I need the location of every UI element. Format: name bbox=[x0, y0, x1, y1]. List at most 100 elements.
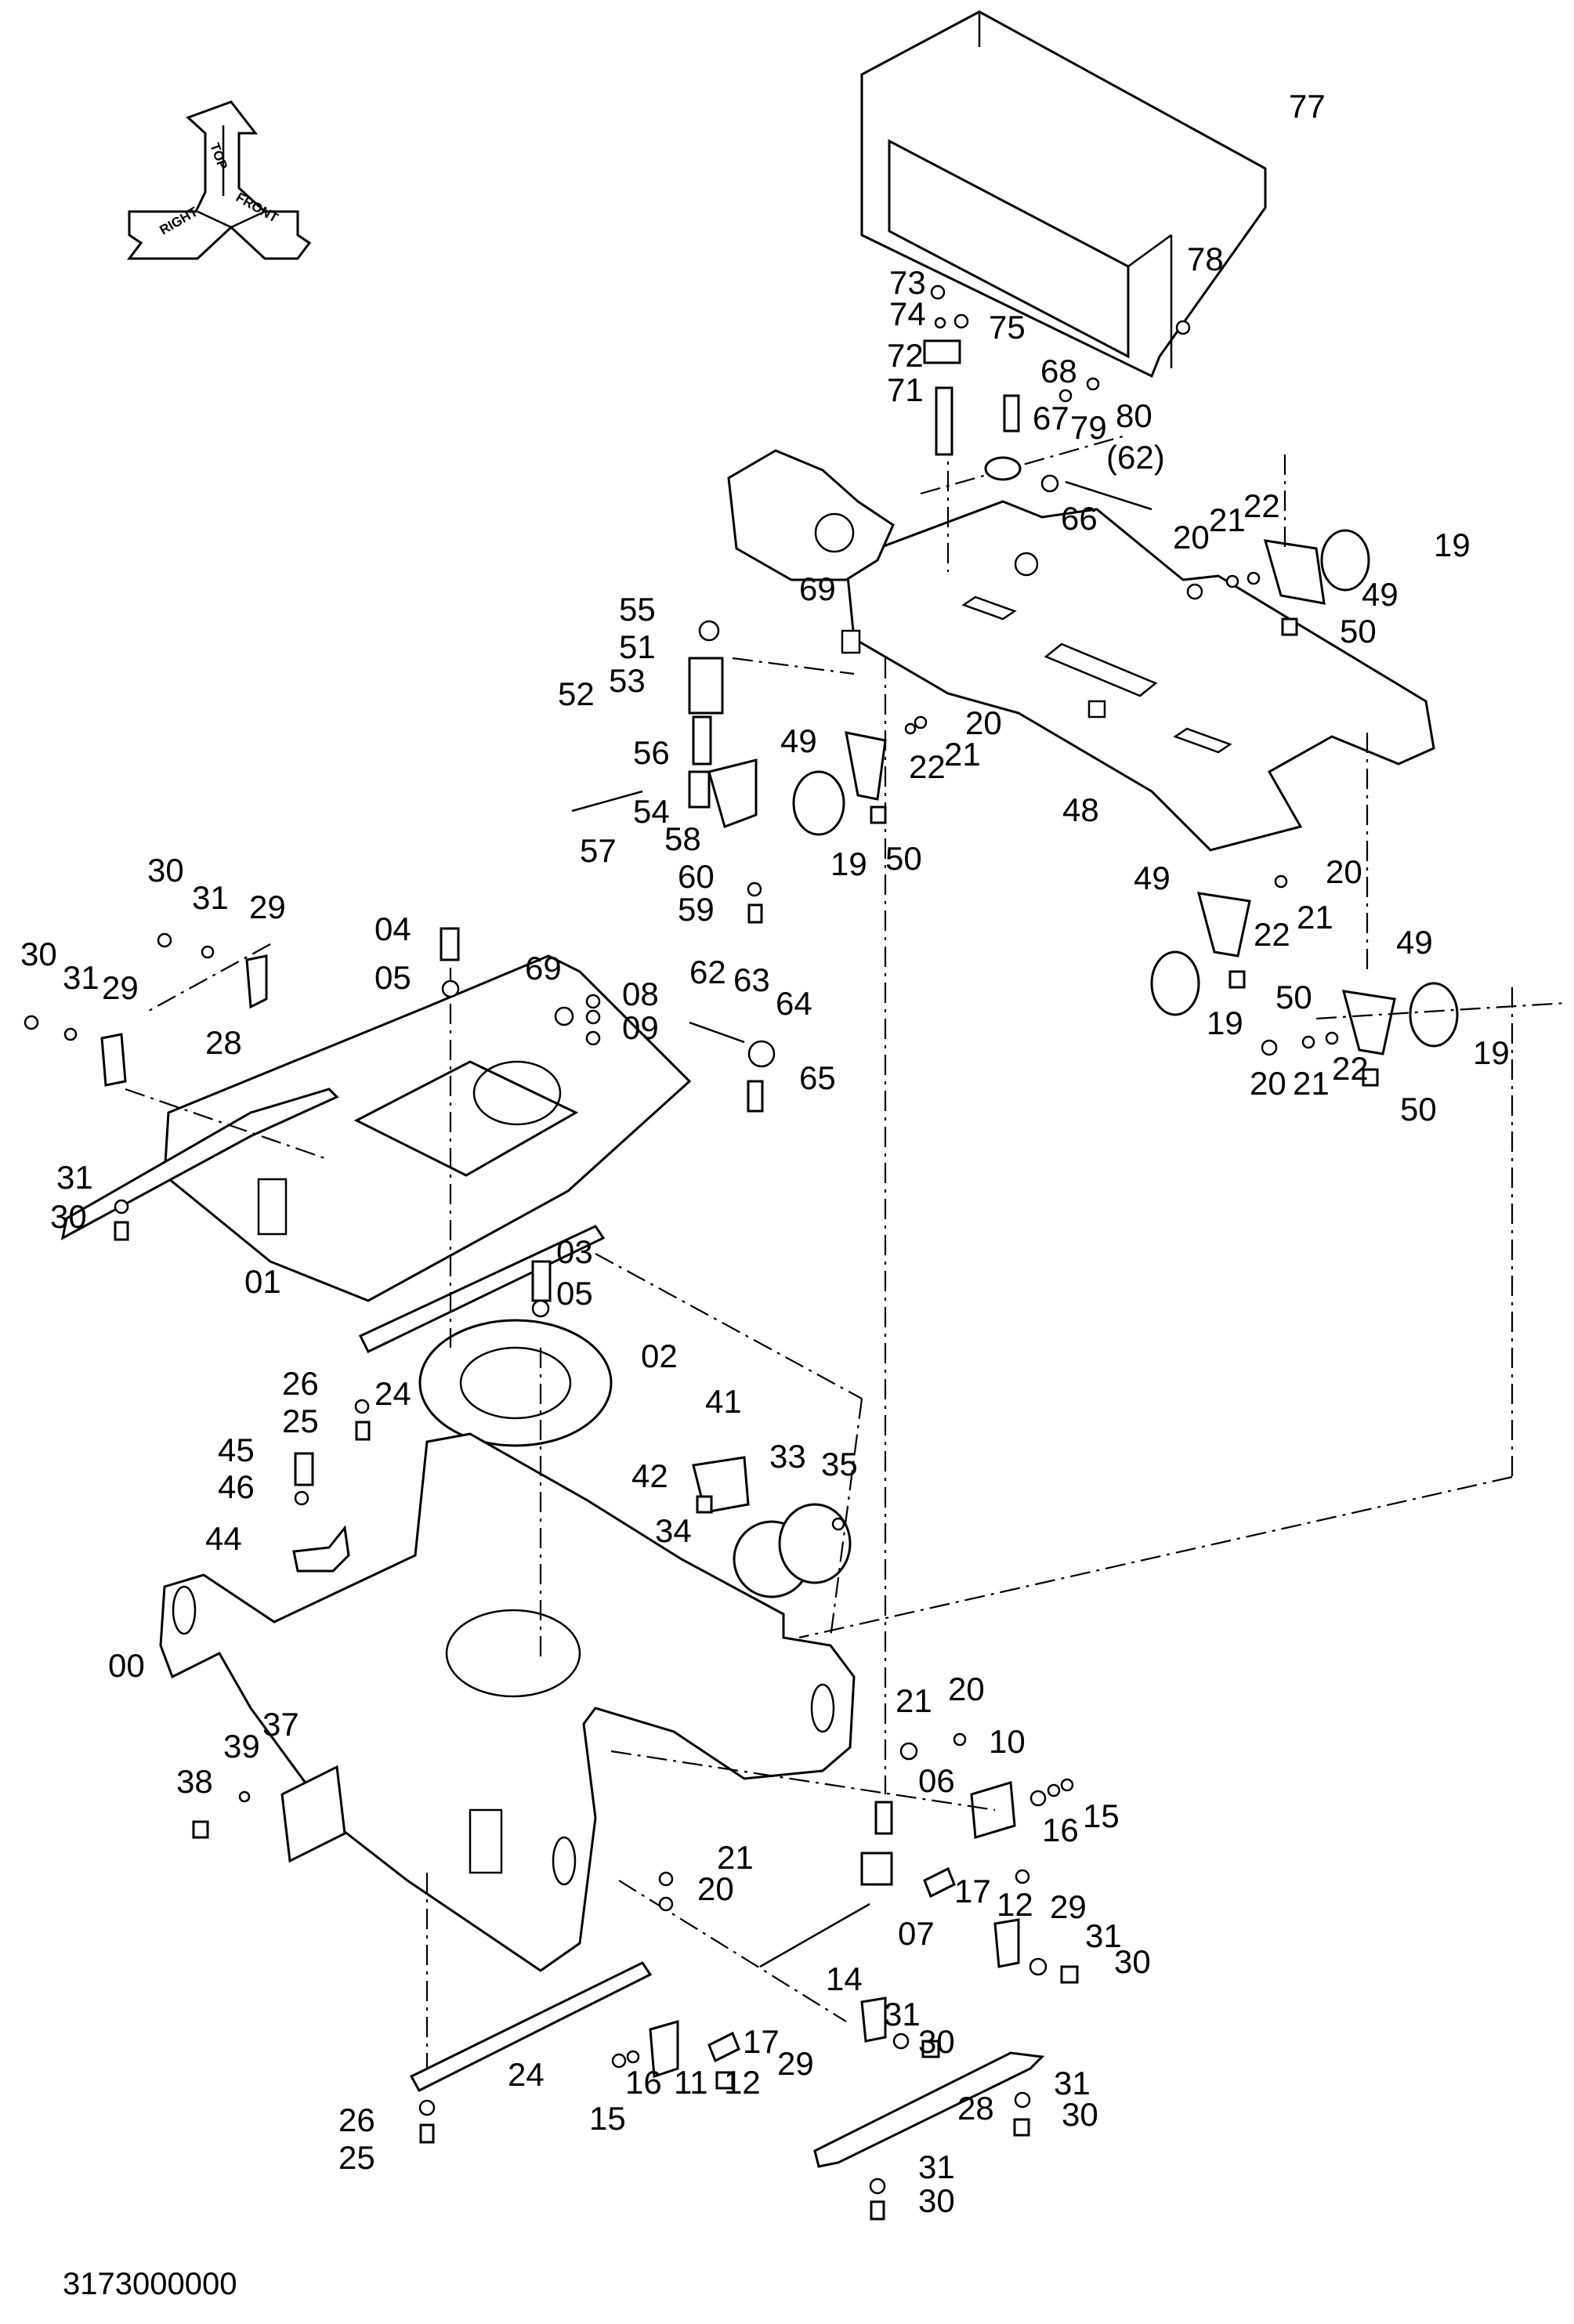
callout-c29a: 29 bbox=[249, 889, 286, 925]
callout-c49a: 49 bbox=[1362, 576, 1399, 613]
plate-48 bbox=[845, 500, 1435, 852]
callout-c35: 35 bbox=[821, 1446, 858, 1482]
callout-c30b: 30 bbox=[20, 936, 57, 972]
callout-c49c: 49 bbox=[1134, 860, 1171, 896]
callout-c37: 37 bbox=[262, 1706, 299, 1743]
callout-c19d: 19 bbox=[1473, 1034, 1510, 1071]
hardware bbox=[24, 284, 1379, 2221]
callout-c09: 09 bbox=[622, 1009, 659, 1046]
callout-c55: 55 bbox=[619, 591, 656, 628]
document-number: 3173000000 bbox=[63, 2267, 237, 2301]
callout-c21d: 21 bbox=[1293, 1065, 1330, 1102]
callout-c20a: 20 bbox=[1173, 519, 1210, 556]
callout-c48: 48 bbox=[1062, 791, 1099, 828]
callout-c31g: 31 bbox=[918, 2148, 955, 2185]
callout-c08: 08 bbox=[622, 976, 659, 1012]
callout-c69a: 69 bbox=[799, 570, 836, 607]
callout-c19c: 19 bbox=[1207, 1005, 1243, 1041]
callout-c24b: 24 bbox=[508, 2056, 545, 2093]
callout-c02: 02 bbox=[641, 1338, 678, 1374]
callout-c80: 80 bbox=[1116, 397, 1152, 434]
callout-c49b: 49 bbox=[780, 722, 817, 759]
callout-c45: 45 bbox=[218, 1432, 255, 1468]
cover-33-34 bbox=[733, 1503, 852, 1598]
callout-c11: 11 bbox=[674, 2064, 708, 2101]
callout-c22b: 22 bbox=[909, 748, 946, 785]
callout-c46: 46 bbox=[218, 1468, 255, 1505]
callout-c65: 65 bbox=[799, 1059, 836, 1096]
callout-c49d: 49 bbox=[1396, 924, 1433, 961]
callout-c30g: 30 bbox=[918, 2182, 955, 2219]
callout-c41: 41 bbox=[705, 1383, 742, 1420]
callout-c30a: 30 bbox=[147, 852, 184, 889]
callout-c22c: 22 bbox=[1254, 916, 1290, 953]
callout-c71: 71 bbox=[887, 371, 924, 408]
callout-c14: 14 bbox=[826, 1960, 863, 1997]
callout-c00: 00 bbox=[108, 1647, 145, 1684]
callout-c50b: 50 bbox=[885, 840, 922, 877]
bracket-29-lower bbox=[860, 1918, 1020, 2043]
callout-c53: 53 bbox=[609, 662, 646, 699]
callout-c15b: 15 bbox=[589, 2100, 626, 2137]
callout-c20d: 20 bbox=[1250, 1065, 1286, 1102]
callout-c20f: 20 bbox=[697, 1870, 734, 1907]
bracket-07 bbox=[860, 1852, 893, 1886]
callout-c16a: 16 bbox=[1042, 1812, 1079, 1848]
callout-c05a: 05 bbox=[375, 959, 411, 996]
callout-c21b: 21 bbox=[944, 736, 981, 773]
callout-c17a: 17 bbox=[954, 1873, 991, 1910]
callout-c33: 33 bbox=[769, 1438, 806, 1475]
callout-c10: 10 bbox=[989, 1723, 1026, 1760]
frame-01 bbox=[60, 954, 692, 1302]
callout-c20b: 20 bbox=[965, 704, 1002, 741]
callout-c31c: 31 bbox=[56, 1159, 93, 1196]
callout-c52: 52 bbox=[558, 675, 595, 712]
callout-c73: 73 bbox=[889, 264, 926, 301]
callout-c66: 66 bbox=[1061, 500, 1098, 537]
callout-c12a: 12 bbox=[997, 1886, 1033, 1923]
callout-c29c: 29 bbox=[1050, 1888, 1087, 1925]
callout-c62p: (62) bbox=[1106, 439, 1165, 476]
callout-c07: 07 bbox=[898, 1915, 935, 1952]
callout-c21c: 21 bbox=[1297, 899, 1333, 936]
orientation-symbol: TOP FRONT RIGHT bbox=[127, 100, 312, 260]
callout-c57: 57 bbox=[580, 832, 617, 869]
callout-c31f: 31 bbox=[1054, 2065, 1091, 2101]
callout-c12b: 12 bbox=[724, 2064, 761, 2101]
callout-c05b: 05 bbox=[556, 1275, 593, 1312]
callout-c64: 64 bbox=[776, 985, 812, 1022]
callout-c62: 62 bbox=[689, 954, 726, 990]
callout-c31e: 31 bbox=[884, 1996, 921, 2033]
callout-c21a: 21 bbox=[1209, 501, 1246, 538]
valve-assembly bbox=[571, 620, 758, 828]
mount-19-b bbox=[792, 731, 887, 836]
callout-c34: 34 bbox=[655, 1512, 692, 1549]
callout-c78: 78 bbox=[1187, 241, 1224, 277]
callout-c58: 58 bbox=[664, 820, 701, 857]
rail-28-lower bbox=[813, 2051, 1045, 2168]
callout-c69b: 69 bbox=[525, 950, 562, 986]
callout-c28a: 28 bbox=[205, 1024, 242, 1061]
callout-c20c: 20 bbox=[1326, 853, 1362, 890]
callout-c50a: 50 bbox=[1340, 613, 1377, 650]
callout-c38: 38 bbox=[176, 1763, 213, 1800]
callout-c42: 42 bbox=[631, 1457, 668, 1494]
callout-c51: 51 bbox=[619, 628, 656, 665]
base-frame-00 bbox=[159, 1432, 856, 1972]
callout-c56: 56 bbox=[633, 734, 670, 771]
callout-c24a: 24 bbox=[375, 1375, 411, 1412]
callout-c19b: 19 bbox=[830, 845, 867, 882]
callout-c15a: 15 bbox=[1083, 1797, 1120, 1834]
callout-c31d: 31 bbox=[1085, 1917, 1122, 1954]
assembly-lines bbox=[125, 433, 1568, 2069]
bracket-assembly-69 bbox=[727, 449, 895, 654]
mount-19-a bbox=[1263, 529, 1370, 605]
callout-c39: 39 bbox=[223, 1728, 260, 1765]
cover-77 bbox=[860, 10, 1267, 378]
strap-24-upper bbox=[358, 1225, 606, 1353]
bracket-29-upper bbox=[100, 954, 268, 1087]
callout-c75: 75 bbox=[989, 309, 1026, 346]
callout-c21e: 21 bbox=[896, 1682, 932, 1719]
